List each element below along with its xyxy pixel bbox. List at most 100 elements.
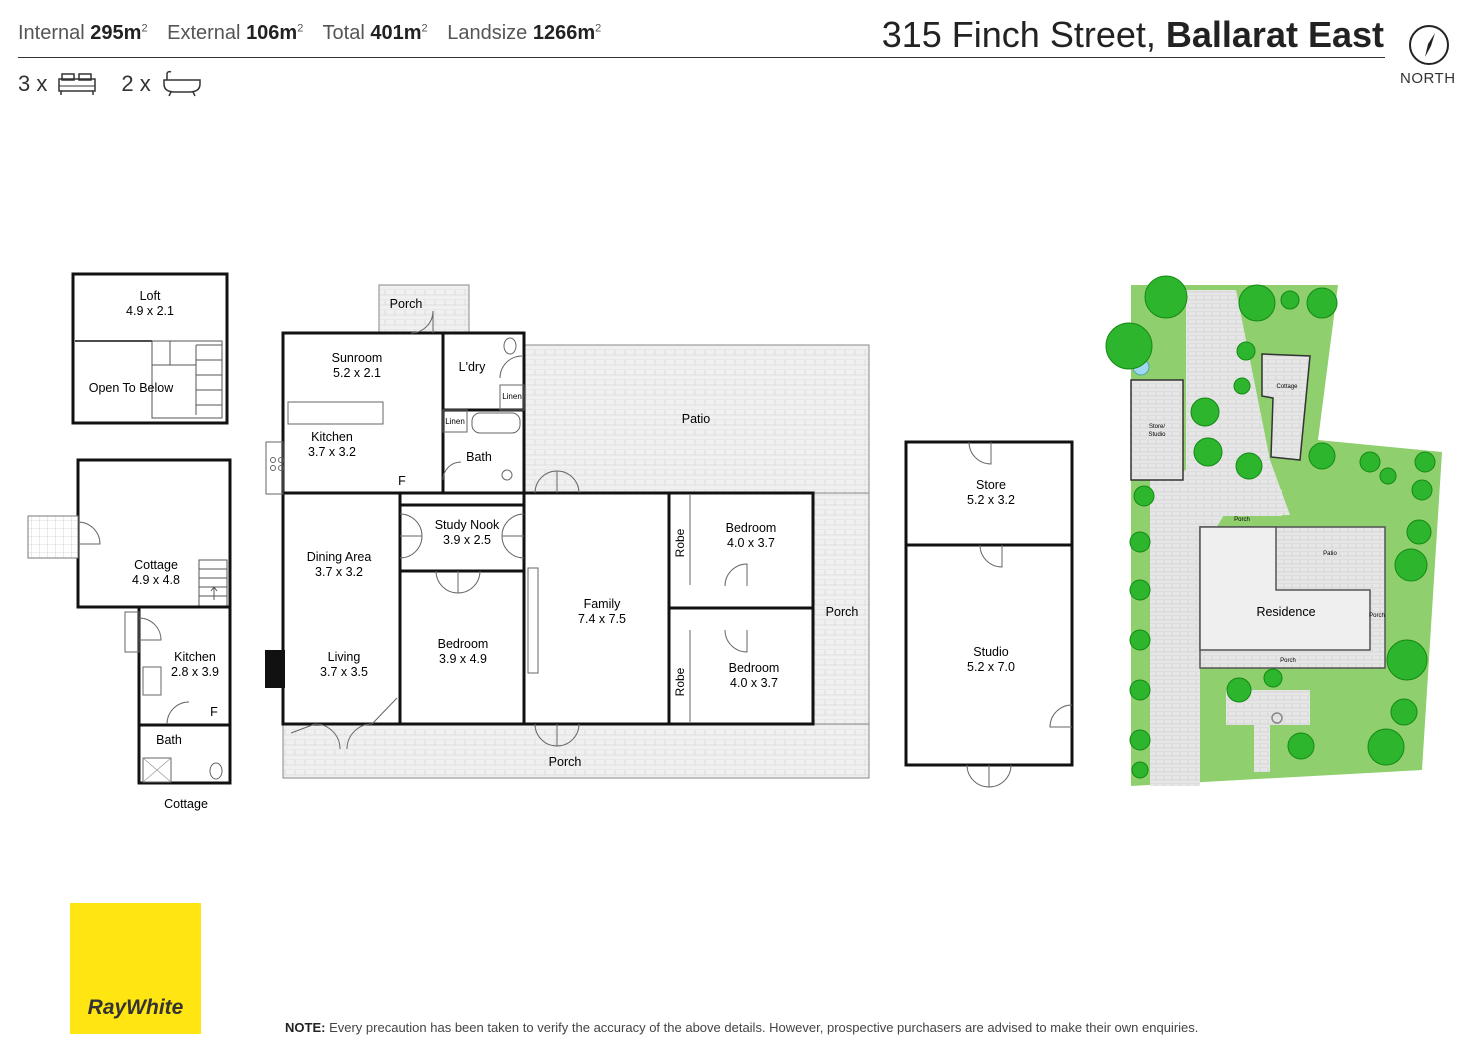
note-label: NOTE: — [285, 1020, 326, 1035]
sunroom-label: Sunroom — [332, 351, 383, 365]
site-patio-label: Patio — [1323, 551, 1337, 557]
porch-top-label: Porch — [390, 297, 423, 311]
logo-brand-text: RayWhite — [87, 996, 184, 1019]
toilet-icon — [209, 762, 223, 780]
bedroom3-label: Bedroom — [729, 661, 780, 675]
linen-label-2: Linen — [445, 417, 465, 426]
bathtub-icon — [162, 70, 201, 97]
cooktop-icon — [270, 457, 284, 471]
studio-label: Studio — [973, 645, 1008, 659]
bedroom3-outline — [667, 606, 815, 726]
family-dimensions: 7.4 x 7.5 — [578, 612, 626, 626]
site-store-label-1: Store/ — [1149, 424, 1165, 430]
address-street: 315 Finch Street, — [881, 14, 1156, 55]
cottage-bath-label: Bath — [156, 733, 182, 747]
note-text: Every precaution has been taken to verif… — [329, 1020, 1199, 1035]
cottage-fridge-label: F — [210, 705, 218, 719]
cottage-caption: Cottage — [164, 797, 208, 811]
dining-label: Dining Area — [307, 550, 372, 564]
baths-count: 2 x — [121, 71, 151, 96]
bedroom1-dimensions: 3.9 x 4.9 — [439, 652, 487, 666]
site-porch-label-1: Porch — [1234, 517, 1250, 523]
studio-dimensions: 5.2 x 7.0 — [967, 660, 1015, 674]
study-label: Study Nook — [435, 518, 500, 532]
site-residence-label: Residence — [1256, 605, 1315, 619]
site-store-label-2: Studio — [1148, 432, 1166, 438]
beds-count: 3 x — [18, 71, 48, 96]
internal-label: Internal — [18, 22, 85, 44]
ornament-icon — [1271, 712, 1283, 724]
bath-label: Bath — [466, 450, 492, 464]
sunroom-kitchen-outline — [281, 331, 445, 495]
total-value: 401m — [370, 22, 422, 44]
exponent: 2 — [595, 22, 602, 35]
external-value: 106m — [246, 22, 298, 44]
cottage-kitchen-label: Kitchen — [174, 650, 216, 664]
bedroom2-label: Bedroom — [726, 521, 777, 535]
family-outline — [522, 491, 671, 726]
fireplace-icon — [265, 650, 285, 688]
total-label: Total — [322, 22, 365, 44]
porch-top-area — [378, 284, 470, 334]
raywhite-logo: RayWhite — [70, 903, 201, 1034]
cottage-plan: Loft 4.9 x 2.1 Open To Below Cottage 4.9… — [27, 272, 232, 811]
bedroom2-dimensions: 4.0 x 3.7 — [727, 536, 775, 550]
cottage-deck — [27, 515, 79, 559]
loft-stairs-icon — [151, 340, 223, 419]
loft-outline — [71, 272, 229, 425]
bedroom1-label: Bedroom — [438, 637, 489, 651]
living-dimensions: 3.7 x 3.5 — [320, 665, 368, 679]
bedroom1-outline — [398, 569, 526, 726]
exponent: 2 — [421, 22, 428, 35]
robe-label-1: Robe — [673, 528, 687, 557]
cottage-kitchen-dimensions: 2.8 x 3.9 — [171, 665, 219, 679]
cottage-outline — [76, 458, 232, 609]
studio-outline — [904, 543, 1074, 767]
site-plan: Cottage Store/ Studio Porch Patio Reside… — [1105, 275, 1442, 786]
landsize-value: 1266m — [532, 22, 596, 44]
open-to-below-label: Open To Below — [89, 381, 175, 395]
cottage-room-dimensions: 4.9 x 4.8 — [132, 573, 180, 587]
robe-label-2: Robe — [673, 667, 687, 696]
internal-value: 295m — [90, 22, 142, 44]
landsize-label: Landsize — [447, 22, 528, 44]
porch-bottom-label: Porch — [549, 755, 582, 769]
linen-label-1: Linen — [502, 392, 522, 401]
site-porch-label-3: Porch — [1280, 658, 1296, 664]
cottage-stairs-icon — [198, 559, 228, 607]
room-counts: 3 x 2 x — [18, 70, 203, 98]
studio-plan: Store 5.2 x 3.2 Studio 5.2 x 7.0 — [904, 440, 1074, 788]
cottage-room-label: Cottage — [134, 558, 178, 572]
area-summary: Internal 295m2 External 106m2 Total 401m… — [18, 22, 615, 45]
property-address: 315 Finch Street, Ballarat East — [882, 14, 1384, 56]
loft-dimensions: 4.9 x 2.1 — [126, 304, 174, 318]
kitchen-label: Kitchen — [311, 430, 353, 444]
laundry-outline — [441, 331, 526, 412]
porch-right-label: Porch — [826, 605, 859, 619]
path-paving — [1186, 490, 1282, 516]
site-trees — [1105, 275, 1436, 779]
family-label: Family — [584, 597, 622, 611]
cottage-kitchen-outline — [137, 605, 232, 727]
header-divider — [18, 57, 1385, 58]
bath-linen-divider — [442, 409, 468, 433]
laundry-label: L'dry — [459, 360, 486, 374]
porch-bottom-area — [282, 723, 870, 779]
exponent: 2 — [297, 22, 304, 35]
external-label: External — [167, 22, 241, 44]
north-label: NORTH — [1400, 70, 1456, 87]
kitchen-dimensions: 3.7 x 3.2 — [308, 445, 356, 459]
loft-label: Loft — [140, 289, 161, 303]
cottage-sink-icon — [142, 666, 162, 696]
residence-plan: Porch Sunroom 5.2 x 2.1 L'dry Linen Line… — [265, 284, 870, 779]
compass-icon — [1409, 25, 1449, 65]
living-label: Living — [328, 650, 361, 664]
site-residence-roof — [1199, 526, 1371, 651]
disclaimer-note: NOTE: Every precaution has been taken to… — [285, 1020, 1198, 1035]
exponent: 2 — [141, 22, 148, 35]
patio-area — [523, 344, 870, 494]
sunroom-dimensions: 5.2 x 2.1 — [333, 366, 381, 380]
patio-label: Patio — [682, 412, 711, 426]
fridge-label: F — [398, 474, 406, 488]
